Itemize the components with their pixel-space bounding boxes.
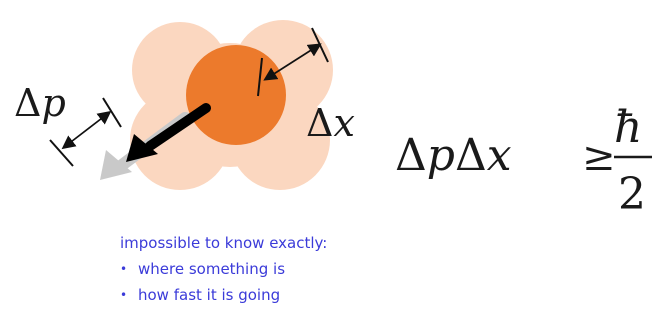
delta-x-label: Δx [306,101,355,145]
equation-denominator: 2 [618,169,646,220]
particle [186,45,286,145]
delta-p-variable: p [41,81,65,125]
caption-heading: impossible to know exactly: [120,234,328,252]
equation-delta-1: Δ [395,130,427,181]
uncertainty-caption: impossible to know exactly: where someth… [120,230,327,308]
caption-bullet-list: where something is how fast it is going [120,256,327,308]
equation-numerator: ħ [614,102,642,153]
caption-bullet-position: where something is [114,256,327,282]
delta-p-dimension-marker [49,97,122,167]
equation-delta-2: Δ [455,130,487,181]
delta-x-dimension-marker [257,27,329,97]
momentum-arrow [126,103,211,162]
equation-relation: ≥ [582,134,616,180]
equation-x: x [487,130,512,181]
delta-x-symbol: Δ [306,101,333,145]
caption-bullet-speed: how fast it is going [114,282,327,308]
equation-p: p [427,130,455,181]
uncertainty-equation: ΔpΔx ≥ ħ 2 [395,102,652,220]
delta-x-variable: x [333,101,354,145]
equation-left-side: ΔpΔx [395,130,512,181]
delta-p-label: Δp [14,81,66,125]
delta-p-symbol: Δ [14,81,41,125]
